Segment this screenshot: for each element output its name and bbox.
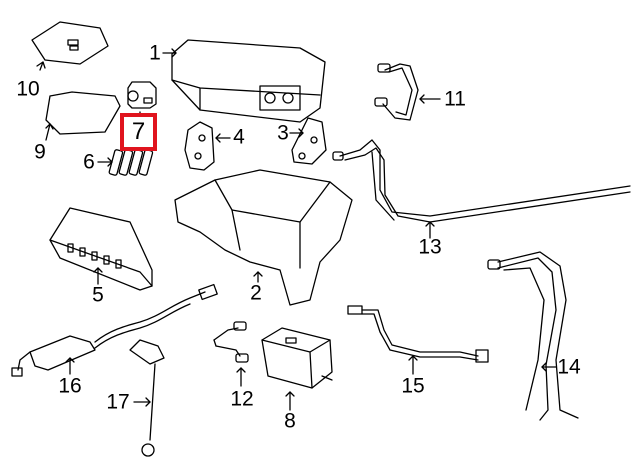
- part-5-cover: [49, 207, 153, 291]
- callout-16: 16: [58, 374, 82, 398]
- part-10-cover: [31, 21, 109, 71]
- part-7-connector: [127, 81, 157, 123]
- part-4-bracket: [184, 121, 231, 171]
- callout-1: 1: [149, 41, 161, 65]
- callout-4: 4: [233, 125, 245, 149]
- part-17-cap-strap: [129, 339, 165, 457]
- part-1-inverter: [162, 39, 326, 123]
- callout-2: 2: [250, 281, 262, 305]
- part-11-hose: [374, 63, 441, 121]
- part-15-cable: [347, 305, 489, 375]
- callout-17: 17: [106, 390, 130, 414]
- callout-13: 13: [418, 235, 442, 259]
- callout-3: 3: [277, 121, 289, 145]
- part-3-bracket: [289, 117, 327, 165]
- callout-5: 5: [92, 283, 104, 307]
- callout-12: 12: [230, 387, 254, 411]
- part-12-hose: [213, 321, 249, 387]
- part-13-cable: [332, 139, 631, 239]
- part-8-module: [261, 327, 333, 411]
- callout-10: 10: [16, 77, 40, 101]
- callout-8: 8: [284, 409, 296, 433]
- callout-6: 6: [83, 150, 95, 174]
- callout-11: 11: [444, 87, 466, 111]
- callout-15: 15: [401, 374, 425, 398]
- part-6-fuses: [97, 149, 154, 176]
- part-2-tray: [174, 169, 353, 306]
- part-9-plate: [45, 91, 121, 141]
- callout-14: 14: [557, 355, 581, 379]
- highlighted-callout-7: 7: [120, 113, 157, 151]
- part-16-charger-cord: [11, 283, 218, 377]
- part-14-cable: [487, 251, 579, 421]
- callout-7: 7: [131, 118, 146, 145]
- callout-9: 9: [34, 140, 46, 164]
